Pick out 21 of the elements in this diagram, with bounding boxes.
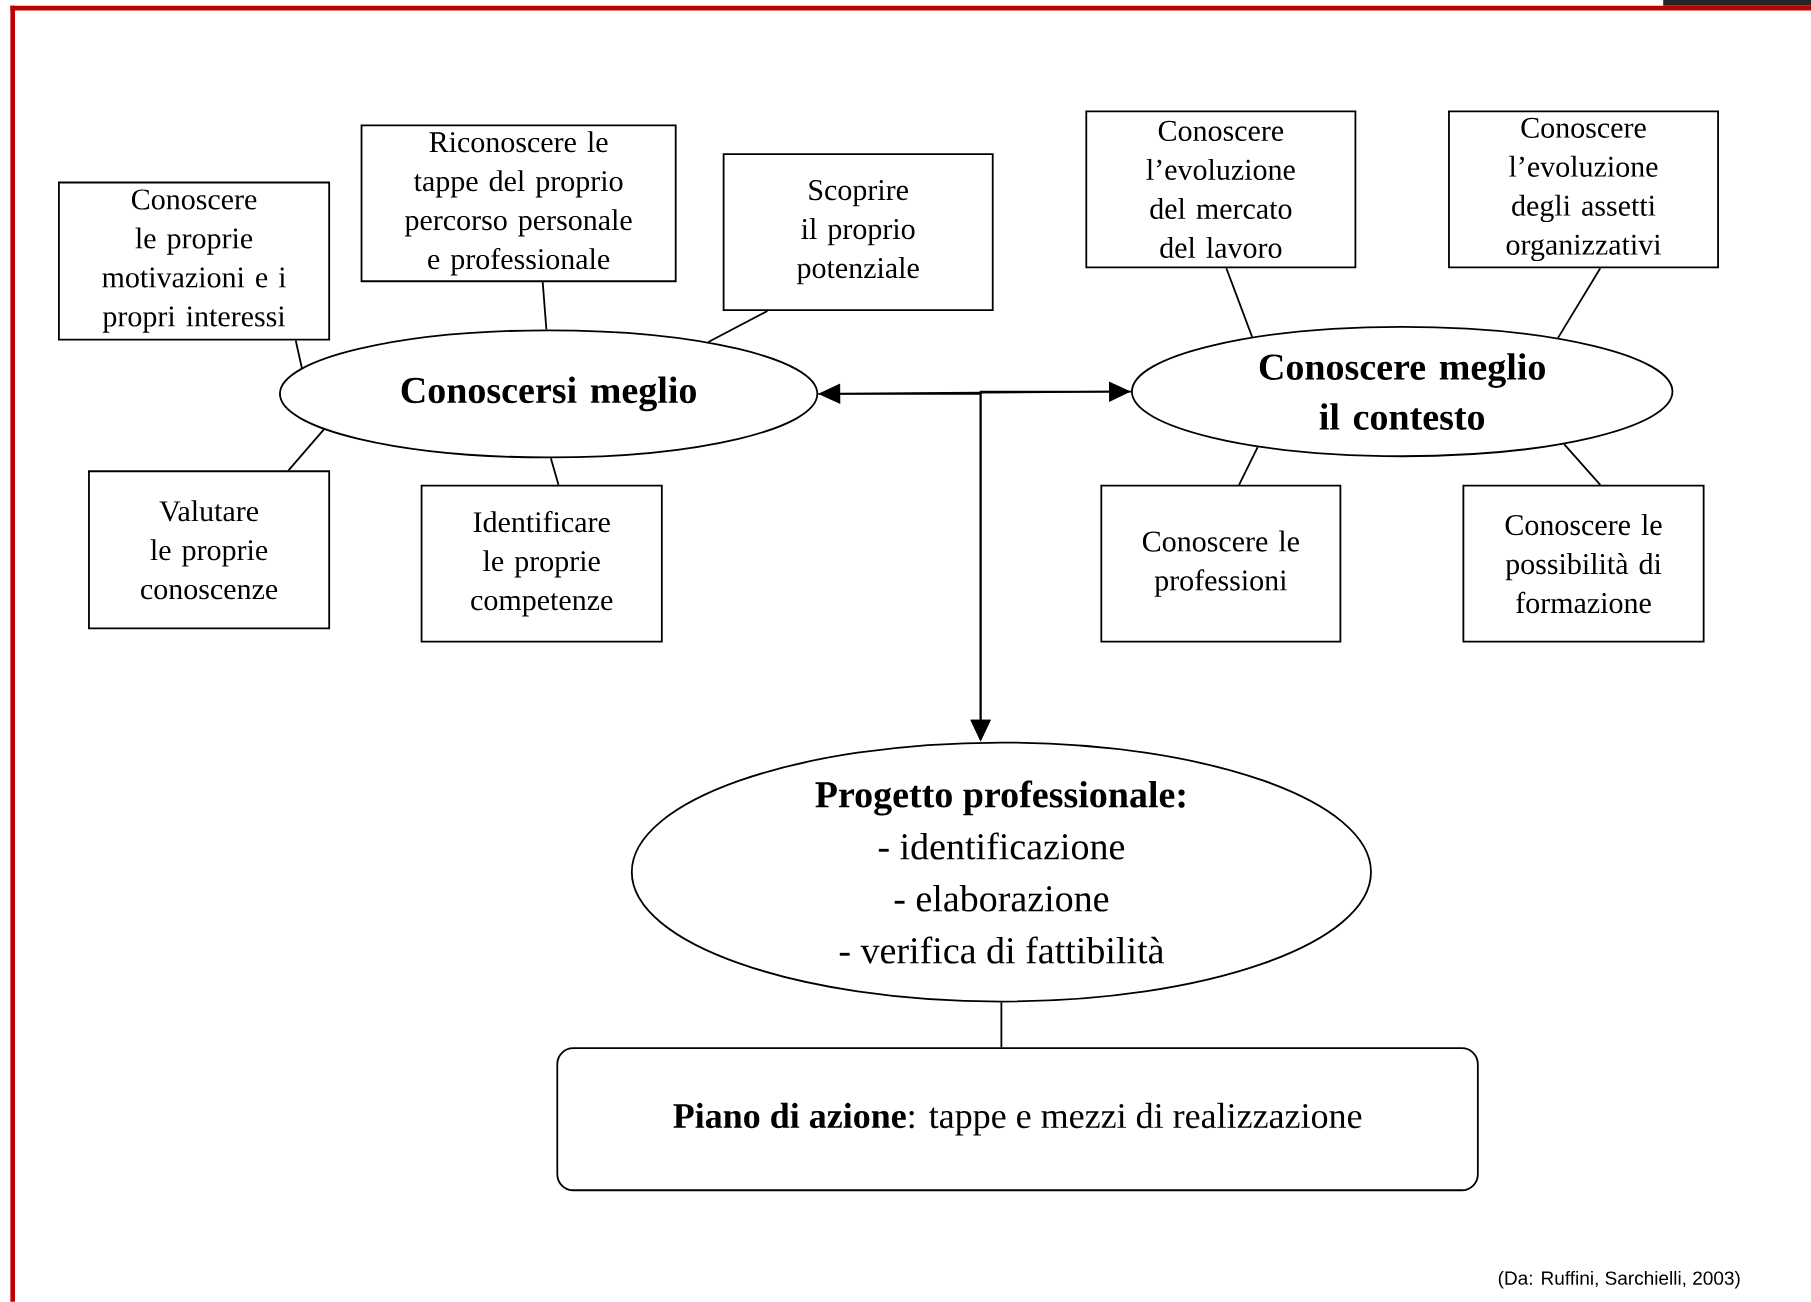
text-box: Conoscere le professioni xyxy=(1100,484,1342,643)
text-box: Conoscere l’evoluzione degli assetti organizzativi xyxy=(1448,110,1719,269)
connector-line xyxy=(294,339,303,369)
connector-line xyxy=(549,457,560,486)
connector-line xyxy=(1225,267,1254,338)
connector-line xyxy=(707,310,769,343)
text-box: Conoscere l’evoluzione del mercato del lavoro xyxy=(1085,110,1357,269)
connector-line xyxy=(1557,267,1602,339)
connector-line xyxy=(1563,443,1602,486)
connector-line xyxy=(287,428,325,472)
connector-line xyxy=(541,281,548,331)
text-box: Conoscere le proprie motivazioni e i propri interessi xyxy=(58,181,331,341)
action-box: Piano di azione: tappe e mezzi di realizzazione xyxy=(556,1047,1479,1192)
source-citation: (Da: Ruffini, Sarchielli, 2003) xyxy=(1498,1270,1740,1289)
text-box: Riconoscere le tappe del proprio percorso personale e professionale xyxy=(360,124,677,283)
text-box: Valutare le proprie conoscenze xyxy=(88,470,331,630)
text-box: Scoprire il proprio potenziale xyxy=(722,153,994,312)
connector-line xyxy=(1000,1001,1003,1049)
text-box: Identificare le proprie competenze xyxy=(420,484,663,643)
connector-line xyxy=(1238,446,1259,486)
text-box: Conoscere le possibilità di formazione xyxy=(1462,484,1705,643)
